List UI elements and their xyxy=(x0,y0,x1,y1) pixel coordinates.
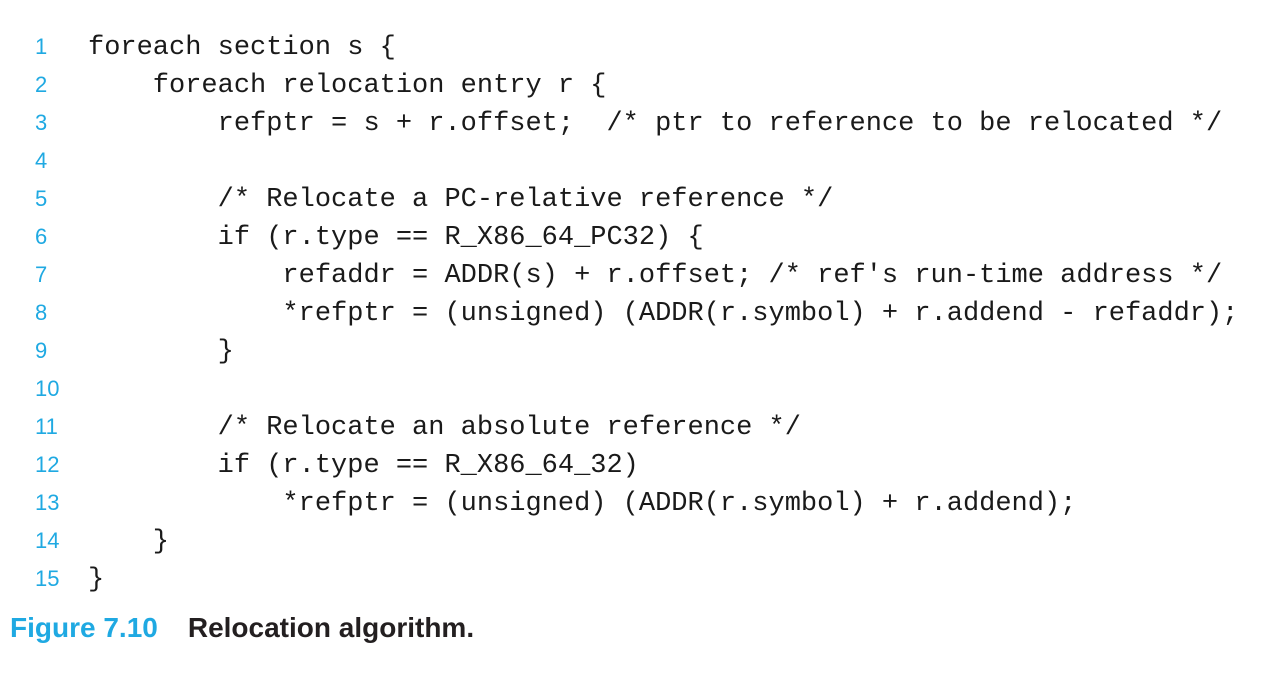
code-line-row: 7 refaddr = ADDR(s) + r.offset; /* ref's… xyxy=(0,256,1238,294)
line-number: 15 xyxy=(35,566,60,591)
code-line-row: 3 refptr = s + r.offset; /* ptr to refer… xyxy=(0,104,1238,142)
code-text: } xyxy=(88,565,105,595)
line-number: 1 xyxy=(35,34,48,59)
code-text: if (r.type == R_X86_64_32) xyxy=(88,451,639,481)
code-line-row: 15} xyxy=(0,560,1238,598)
code-text: } xyxy=(88,527,170,557)
code-text: *refptr = (unsigned) (ADDR(r.symbol) + r… xyxy=(88,299,1239,329)
figure-caption: Figure 7.10 Relocation algorithm. xyxy=(10,610,474,646)
code-line-row: 6 if (r.type == R_X86_64_PC32) { xyxy=(0,218,1238,256)
line-number: 3 xyxy=(35,110,48,135)
line-number: 6 xyxy=(35,224,48,249)
code-line-row: 4 xyxy=(0,142,1238,180)
code-text: /* Relocate a PC-relative reference */ xyxy=(88,185,834,215)
code-line-row: 9 } xyxy=(0,332,1238,370)
code-line-row: 1 foreach section s { xyxy=(0,28,1238,66)
code-line-row: 11 /* Relocate an absolute reference */ xyxy=(0,408,1238,446)
code-text: } xyxy=(88,337,234,367)
line-number: 4 xyxy=(35,148,48,173)
code-text: /* Relocate an absolute reference */ xyxy=(88,413,801,443)
code-listing: 1 foreach section s { 2 foreach relocatio… xyxy=(0,28,1238,598)
line-number: 12 xyxy=(35,452,60,477)
code-text: foreach relocation entry r { xyxy=(88,71,607,101)
line-number: 2 xyxy=(35,72,48,97)
code-line-row: 10 xyxy=(0,370,1238,408)
line-number: 10 xyxy=(35,376,60,401)
code-line-row: 12 if (r.type == R_X86_64_32) xyxy=(0,446,1238,484)
code-text: refaddr = ADDR(s) + r.offset; /* ref's r… xyxy=(88,261,1223,291)
line-number: 5 xyxy=(35,186,48,211)
code-line-row: 13 *refptr = (unsigned) (ADDR(r.symbol) … xyxy=(0,484,1238,522)
line-number: 13 xyxy=(35,490,60,515)
code-line-row: 8 *refptr = (unsigned) (ADDR(r.symbol) +… xyxy=(0,294,1238,332)
line-number: 7 xyxy=(35,262,48,287)
line-number: 8 xyxy=(35,300,48,325)
code-line-row: 2 foreach relocation entry r { xyxy=(0,66,1238,104)
code-line-row: 5 /* Relocate a PC-relative reference */ xyxy=(0,180,1238,218)
figure-caption-text: Relocation algorithm. xyxy=(187,612,475,643)
code-text: foreach section s { xyxy=(88,33,396,63)
code-text: *refptr = (unsigned) (ADDR(r.symbol) + r… xyxy=(88,489,1077,519)
line-number: 11 xyxy=(35,414,58,439)
line-number: 9 xyxy=(35,338,48,363)
line-number: 14 xyxy=(35,528,60,553)
code-text: refptr = s + r.offset; /* ptr to referen… xyxy=(88,109,1223,139)
code-text: if (r.type == R_X86_64_PC32) { xyxy=(88,223,704,253)
figure-label: Figure 7.10 xyxy=(10,612,158,643)
code-line-row: 14 } xyxy=(0,522,1238,560)
